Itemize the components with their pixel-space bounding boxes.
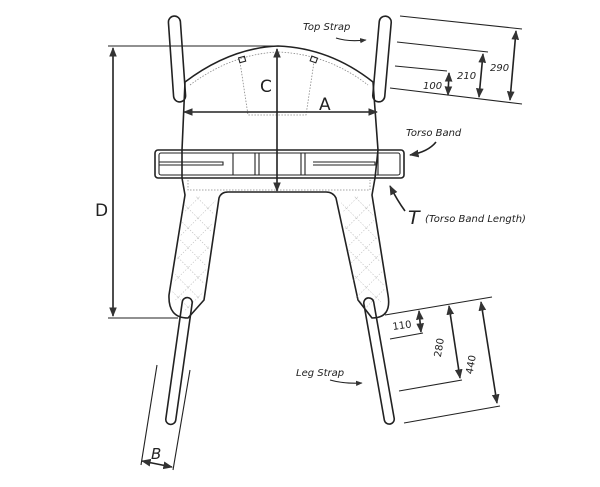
- torso-band-arrow: [409, 141, 437, 158]
- label-a: A: [319, 95, 331, 115]
- top-strap-left: [167, 15, 187, 103]
- attachment-loop: [237, 55, 247, 64]
- label-t: T: [408, 207, 421, 229]
- torso-band-length-label: (Torso Band Length): [425, 214, 526, 225]
- label-d: D: [95, 201, 108, 221]
- leg-strap-right: [362, 297, 396, 425]
- top-strap-dimensions: [389, 15, 523, 105]
- dimension-d: [108, 45, 278, 319]
- dimension-b: [140, 364, 191, 471]
- torso-band: [154, 149, 405, 179]
- left-leg-quilting: [172, 196, 216, 312]
- leg-strap-dimensions: [384, 296, 501, 424]
- leg-strap-label: Leg Strap: [296, 368, 344, 379]
- top-strap-label: Top Strap: [303, 22, 350, 33]
- leg-strap-arrow: [329, 379, 363, 386]
- leg-strap-dim-440: 440: [465, 354, 479, 375]
- top-strap-arrow: [335, 37, 367, 44]
- label-c: C: [260, 77, 272, 97]
- sling-body: [168, 45, 390, 319]
- label-b: B: [151, 445, 161, 463]
- top-strap-dim-100: 100: [423, 81, 442, 92]
- leg-strap-left: [164, 296, 194, 426]
- top-strap-dim-290: 290: [490, 63, 509, 74]
- leg-strap-dim-110: 110: [392, 319, 412, 333]
- top-strap-right: [371, 15, 393, 103]
- leg-strap-dim-280: 280: [433, 337, 447, 358]
- attachment-loop: [309, 55, 319, 64]
- top-strap-dim-210: 210: [457, 71, 476, 82]
- torso-band-length-arrow: [389, 185, 406, 212]
- right-leg-quilting: [340, 196, 386, 312]
- torso-band-label: Torso Band: [406, 128, 462, 139]
